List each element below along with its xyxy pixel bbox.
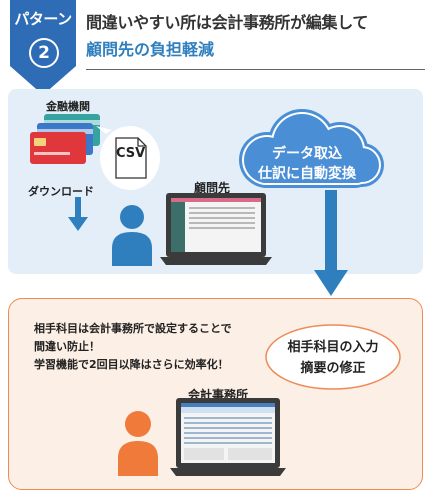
headline-line1: 間違いやすい所は会計事務所が編集して (86, 13, 369, 32)
cloud-line1: データ取込 (272, 146, 342, 162)
office-laptop-icon (170, 398, 286, 476)
office-description: 相手科目は会計事務所で設定することで 間違い防止！ 学習機能で2回目以降はさらに… (34, 320, 232, 374)
csv-label: CSV (116, 146, 146, 161)
desc-line1: 相手科目は会計事務所で設定することで (34, 322, 232, 335)
desc-line2: 間違い防止！ (34, 340, 100, 353)
headline-line2: 顧問先の負担軽減 (86, 40, 215, 59)
office-person-icon (118, 411, 158, 476)
client-label: 顧問先 (194, 181, 231, 195)
bank-cards-icon (30, 114, 100, 164)
headline-underline (86, 69, 425, 70)
cloud-line2: 仕訳に自動変換 (258, 166, 356, 182)
pattern-label: パターン (14, 10, 72, 28)
download-label: ダウンロード (28, 185, 94, 198)
task-oval (265, 324, 401, 390)
csv-bubble (96, 126, 160, 190)
flow-arrow-icon (314, 190, 348, 296)
task-oval-text: 相手科目の入力 摘要の修正 (273, 337, 393, 379)
cloud-text: データ取込 仕訳に自動変換 (232, 144, 382, 184)
cloud-icon (239, 109, 384, 188)
oval-line1: 相手科目の入力 (287, 340, 379, 355)
client-laptop-icon (160, 193, 272, 265)
client-person-icon (112, 205, 152, 266)
download-arrow-icon (68, 197, 88, 231)
bank-label: 金融機関 (46, 100, 90, 113)
oval-line2: 摘要の修正 (300, 361, 366, 376)
desc-line3: 学習機能で2回目以降はさらに効率化！ (34, 358, 229, 371)
pattern-number: 2 (29, 38, 59, 68)
